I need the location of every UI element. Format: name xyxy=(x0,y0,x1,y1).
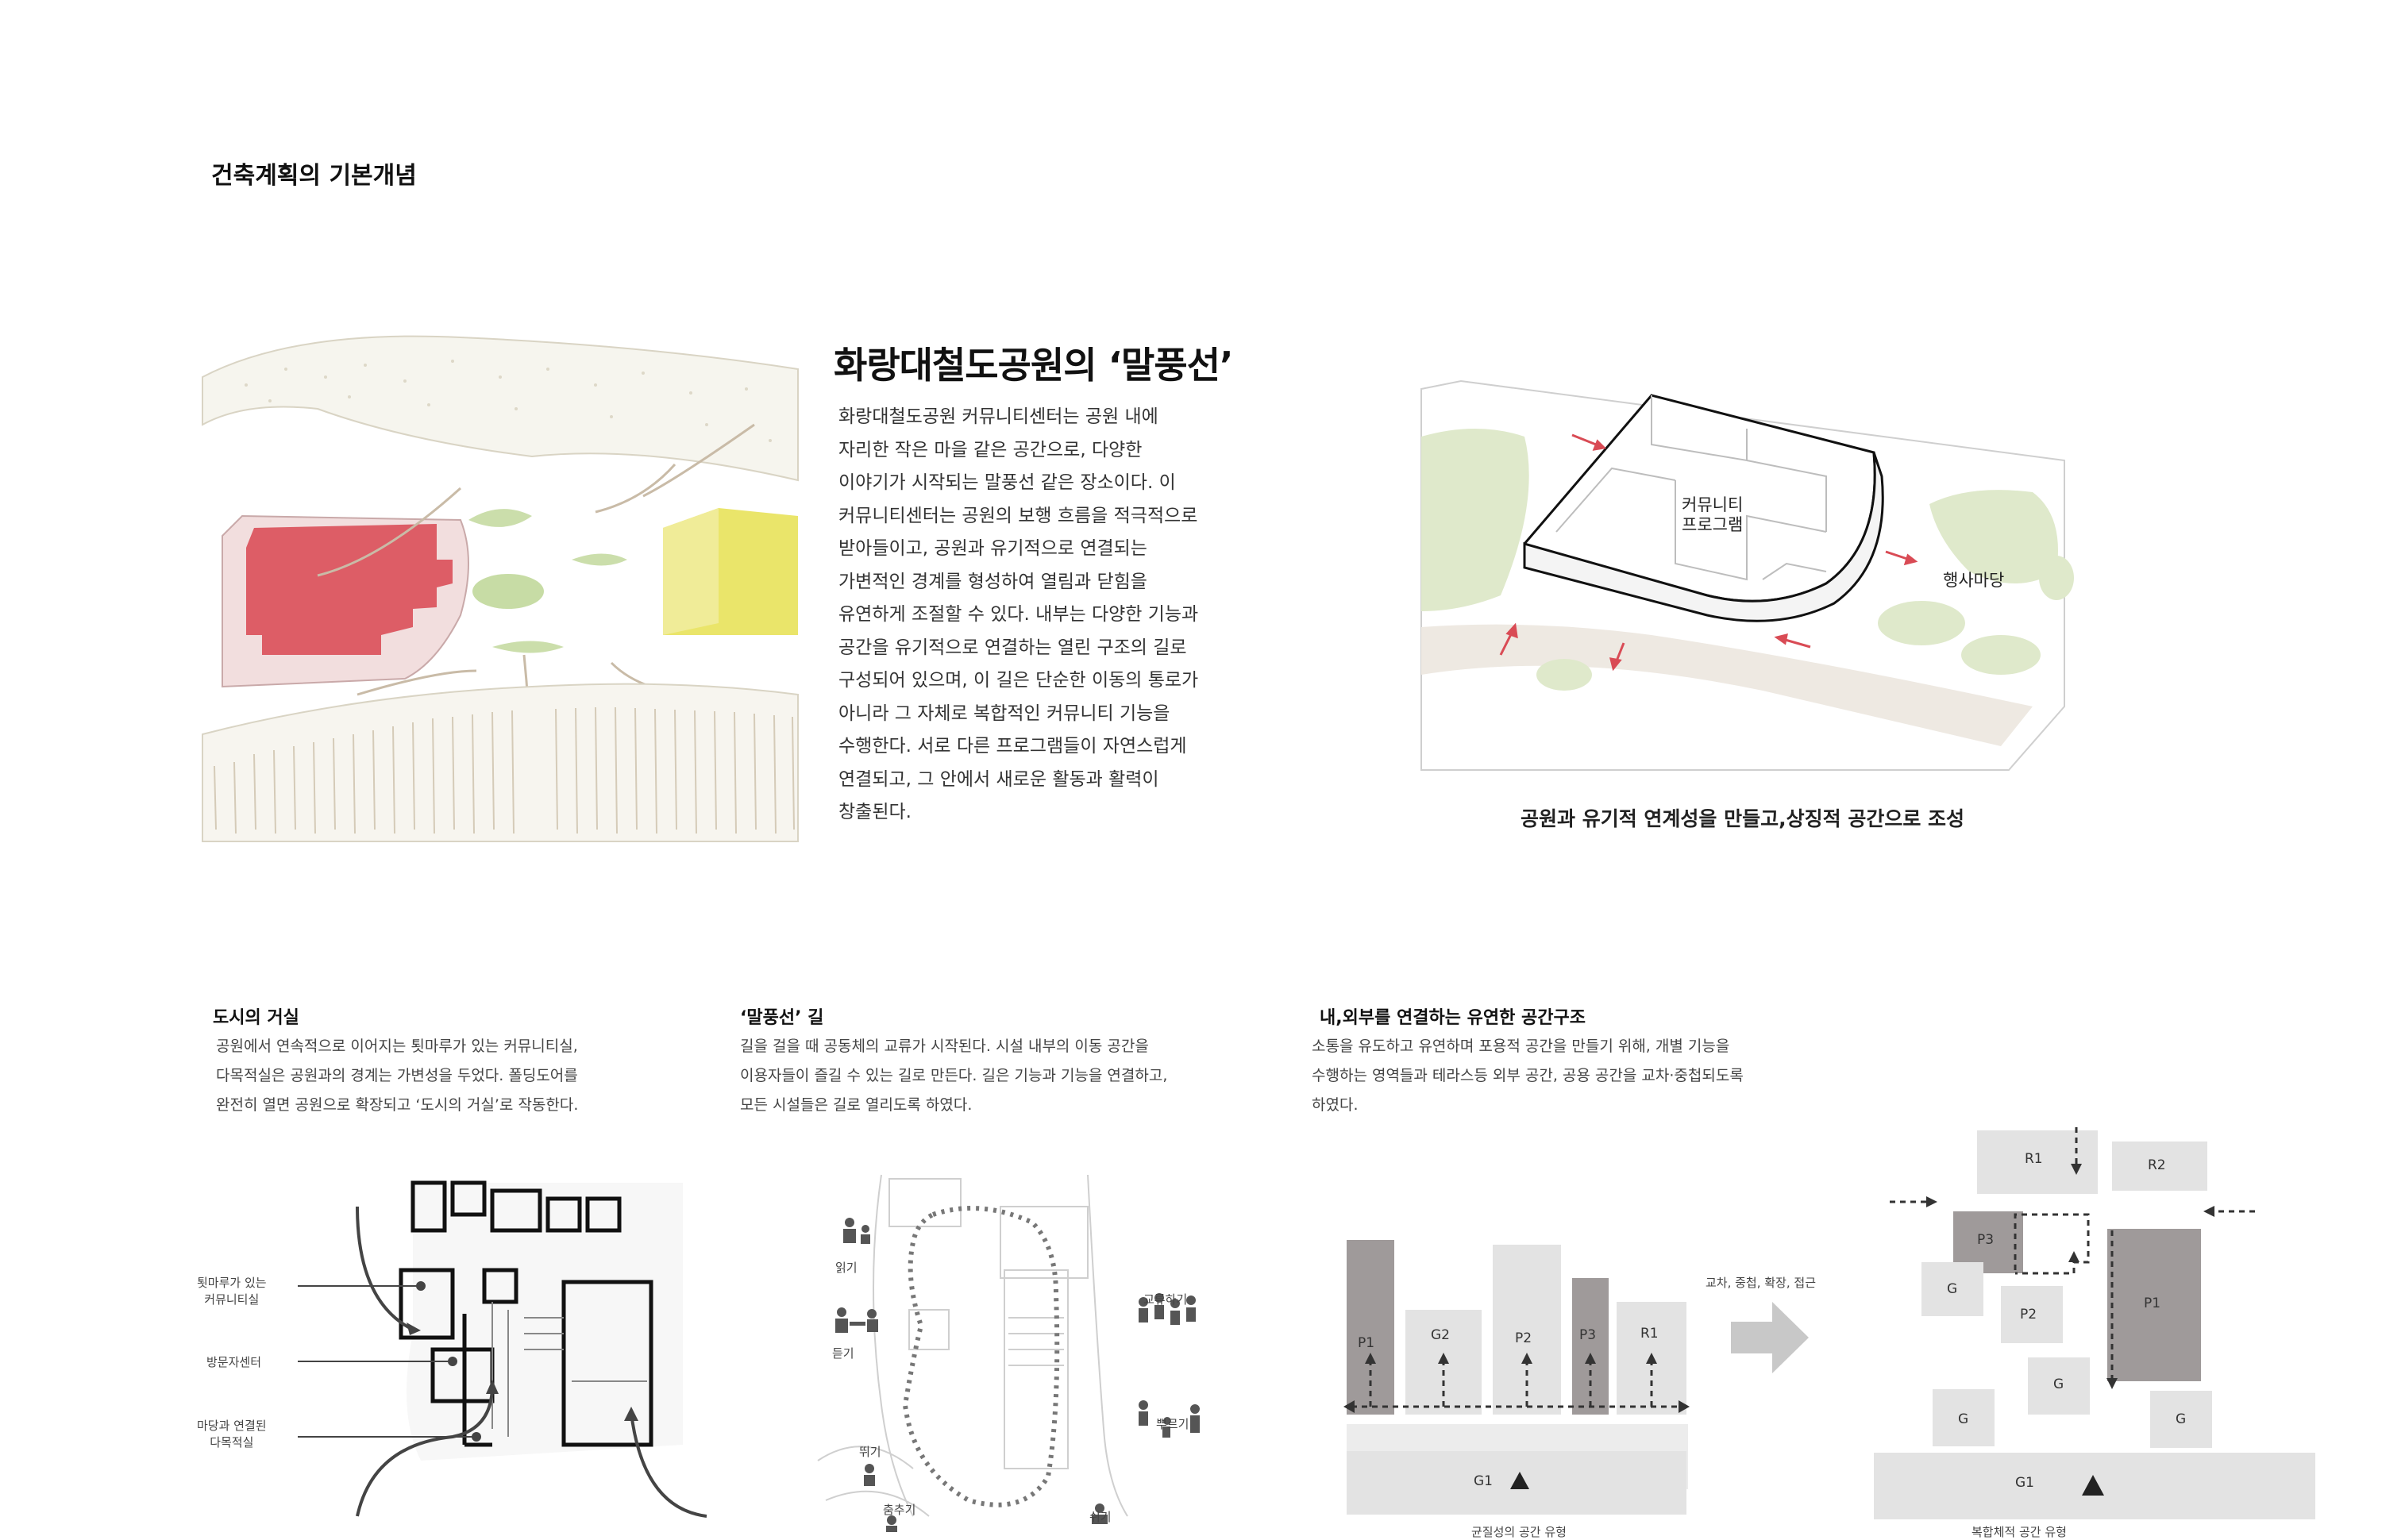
intro-line: 아니라 그 자체로 복합적인 커뮤니티 기능을 xyxy=(838,703,1170,724)
section-title-living: 도시의 거실 xyxy=(213,1008,299,1028)
activity-label-read: 읽기 xyxy=(835,1261,858,1275)
section-body-line: 하였다. xyxy=(1312,1096,1359,1114)
axo-program-label-line: 커뮤니티 xyxy=(1682,495,1744,514)
section-title-structure: 내,외부를 연결하는 유연한 공간구조 xyxy=(1320,1008,1586,1028)
intro-line: 화랑대철도공원 커뮤니티센터는 공원 내에 xyxy=(838,406,1158,427)
base-label: G1 xyxy=(2015,1475,2034,1491)
section-body-line: 모든 시설들은 길로 열리도록 하였다. xyxy=(740,1096,973,1114)
intro-line: 받아들이고, 공원과 유기적으로 연결되는 xyxy=(838,538,1147,559)
section-body-structure: 소통을 유도하고 유연하며 포용적 공간을 만들기 위해, 개별 기능을 수행하… xyxy=(1312,1032,1744,1120)
intro-heading: 화랑대철도공원의 ‘말풍선’ xyxy=(834,344,1233,387)
section-body-line: 다목적실은 공원과의 경계는 가변성을 두었다. 폴딩도어를 xyxy=(216,1067,578,1084)
section-body-line: 공원에서 연속적으로 이어지는 툇마루가 있는 커뮤니티실, xyxy=(216,1038,578,1055)
activity-label-listen: 듣기 xyxy=(832,1346,854,1361)
section-title-path: ‘말풍선’ 길 xyxy=(740,1008,824,1028)
block-label: P1 xyxy=(2144,1296,2161,1311)
activity-label-blow: 뿌르기 xyxy=(1156,1417,1189,1431)
intro-line: 자리한 작은 마을 같은 공간으로, 다양한 xyxy=(838,439,1143,460)
block-label: R1 xyxy=(1640,1326,1659,1342)
plan-label-community: 툇마루가 있는 커뮤니티실 xyxy=(197,1275,267,1308)
block-p2: P2 xyxy=(1493,1245,1561,1415)
section-body-line: 수행하는 영역들과 테라스등 외부 공간, 공용 공간을 교차·중첩되도록 xyxy=(1312,1067,1744,1084)
activity-label-run: 뛰기 xyxy=(859,1445,881,1459)
homogeneous-diagram: P1 G2 P2 P3 R1 G1 xyxy=(1342,1230,1699,1516)
block-label: G xyxy=(1947,1281,1958,1297)
block-label: P3 xyxy=(1977,1232,1995,1248)
plan-label-line: 마당과 연결된 xyxy=(197,1419,267,1433)
block-g-b: G xyxy=(2028,1357,2090,1415)
transition-label: 교차, 중첩, 확장, 접근 xyxy=(1706,1276,1817,1290)
block-label: P3 xyxy=(1579,1327,1597,1343)
plan-label-line: 툇마루가 있는 xyxy=(197,1276,267,1290)
triangle-icon xyxy=(2082,1475,2104,1496)
block-label: P1 xyxy=(1358,1335,1375,1351)
activity-label-exchange: 교류하기 xyxy=(1143,1292,1188,1307)
intro-line: 유연하게 조절할 수 있다. 내부는 다양한 기능과 xyxy=(838,604,1199,625)
triangle-icon xyxy=(1510,1472,1529,1489)
intro-line: 구성되어 있으며, 이 길은 단순한 이동의 통로가 xyxy=(838,670,1199,691)
concept-sketch xyxy=(202,335,799,842)
homogeneous-caption: 균질성의 공간 유형 xyxy=(1471,1525,1567,1539)
plan-label-line: 다목적실 xyxy=(210,1435,254,1450)
intro-line: 창출된다. xyxy=(838,802,912,822)
block-label: R2 xyxy=(2148,1157,2166,1173)
axonometric-diagram xyxy=(1420,379,2074,771)
block-label: G2 xyxy=(1431,1327,1450,1343)
transition-arrow xyxy=(1731,1302,1809,1373)
floor-plan-living xyxy=(298,1180,707,1518)
homogeneous-arrows xyxy=(1343,1353,1690,1413)
block-p1-complex: P1 xyxy=(2107,1229,2201,1381)
block-label: P2 xyxy=(2020,1307,2037,1322)
block-label: G xyxy=(1958,1411,1969,1427)
section-body-path: 길을 걸을 때 공동체의 교류가 시작된다. 시설 내부의 이동 공간을 이용자… xyxy=(740,1032,1167,1120)
plan-label-line: 커뮤니티실 xyxy=(204,1292,260,1307)
section-body-line: 소통을 유도하고 유연하며 포용적 공간을 만들기 위해, 개별 기능을 xyxy=(1312,1038,1730,1055)
complex-caption: 복합체적 공간 유형 xyxy=(1972,1525,2067,1539)
block-label: G xyxy=(2053,1376,2064,1392)
activity-label-rest: 쉬기 xyxy=(1089,1510,1112,1524)
block-label: G xyxy=(2176,1411,2187,1427)
base-g1-complex: G1 xyxy=(1874,1453,2315,1519)
axo-program-label-line: 프로그램 xyxy=(1682,515,1744,534)
block-g-d: G xyxy=(2150,1391,2212,1448)
block-g-a: G xyxy=(1921,1262,1983,1316)
block-g-c: G xyxy=(1933,1389,1995,1446)
base-g1: G1 xyxy=(1347,1451,1686,1515)
intro-line: 공간을 유기적으로 연결하는 열린 구조의 길로 xyxy=(838,637,1187,658)
block-r2-complex: R2 xyxy=(2112,1142,2207,1191)
intro-line: 연결되고, 그 안에서 새로운 활동과 활력이 xyxy=(838,768,1159,790)
plan-label-visitor: 방문자센터 xyxy=(206,1355,262,1369)
axo-plaza-label: 행사마당 xyxy=(1943,571,2005,590)
section-body-line: 완전히 열면 공원으로 확장되고 ‘도시의 거실’로 작동한다. xyxy=(216,1096,579,1114)
base-label: G1 xyxy=(1474,1473,1493,1489)
intro-line: 가변적인 경계를 형성하여 열림과 닫힘을 xyxy=(838,571,1147,592)
section-body-line: 길을 걸을 때 공동체의 교류가 시작된다. 시설 내부의 이동 공간을 xyxy=(740,1038,1149,1055)
intro-body: 화랑대철도공원 커뮤니티센터는 공원 내에 자리한 작은 마을 같은 공간으로,… xyxy=(838,401,1251,830)
block-label: P2 xyxy=(1515,1330,1532,1346)
axo-program-label: 커뮤니티 프로그램 xyxy=(1682,495,1743,535)
activity-label-dance: 춤추기 xyxy=(883,1503,916,1517)
section-body-living: 공원에서 연속적으로 이어지는 툇마루가 있는 커뮤니티실, 다목적실은 공원과… xyxy=(216,1032,578,1120)
plan-label-multipurpose: 마당과 연결된 다목적실 xyxy=(197,1418,267,1451)
block-r1-complex: R1 xyxy=(1977,1130,2098,1194)
section-body-line: 이용자들이 즐길 수 있는 길로 만든다. 길은 기능과 기능을 연결하고, xyxy=(740,1067,1168,1084)
axo-caption: 공원과 유기적 연계성을 만들고,상징적 공간으로 조성 xyxy=(1521,807,1965,830)
intro-line: 수행한다. 서로 다른 프로그램들이 자연스럽게 xyxy=(838,736,1187,757)
block-p2-complex: P2 xyxy=(2001,1286,2063,1343)
block-label: R1 xyxy=(2025,1151,2043,1167)
intro-line: 커뮤니티센터는 공원의 보행 흐름을 적극적으로 xyxy=(838,505,1198,526)
complex-diagram: R1 R2 P3 P1 G P2 G G G G1 xyxy=(1874,1127,2318,1524)
path-diagram xyxy=(817,1174,1200,1532)
intro-line: 이야기가 시작되는 말풍선 같은 장소이다. 이 xyxy=(838,472,1176,493)
page-title: 건축계획의 기본개념 xyxy=(211,162,417,190)
